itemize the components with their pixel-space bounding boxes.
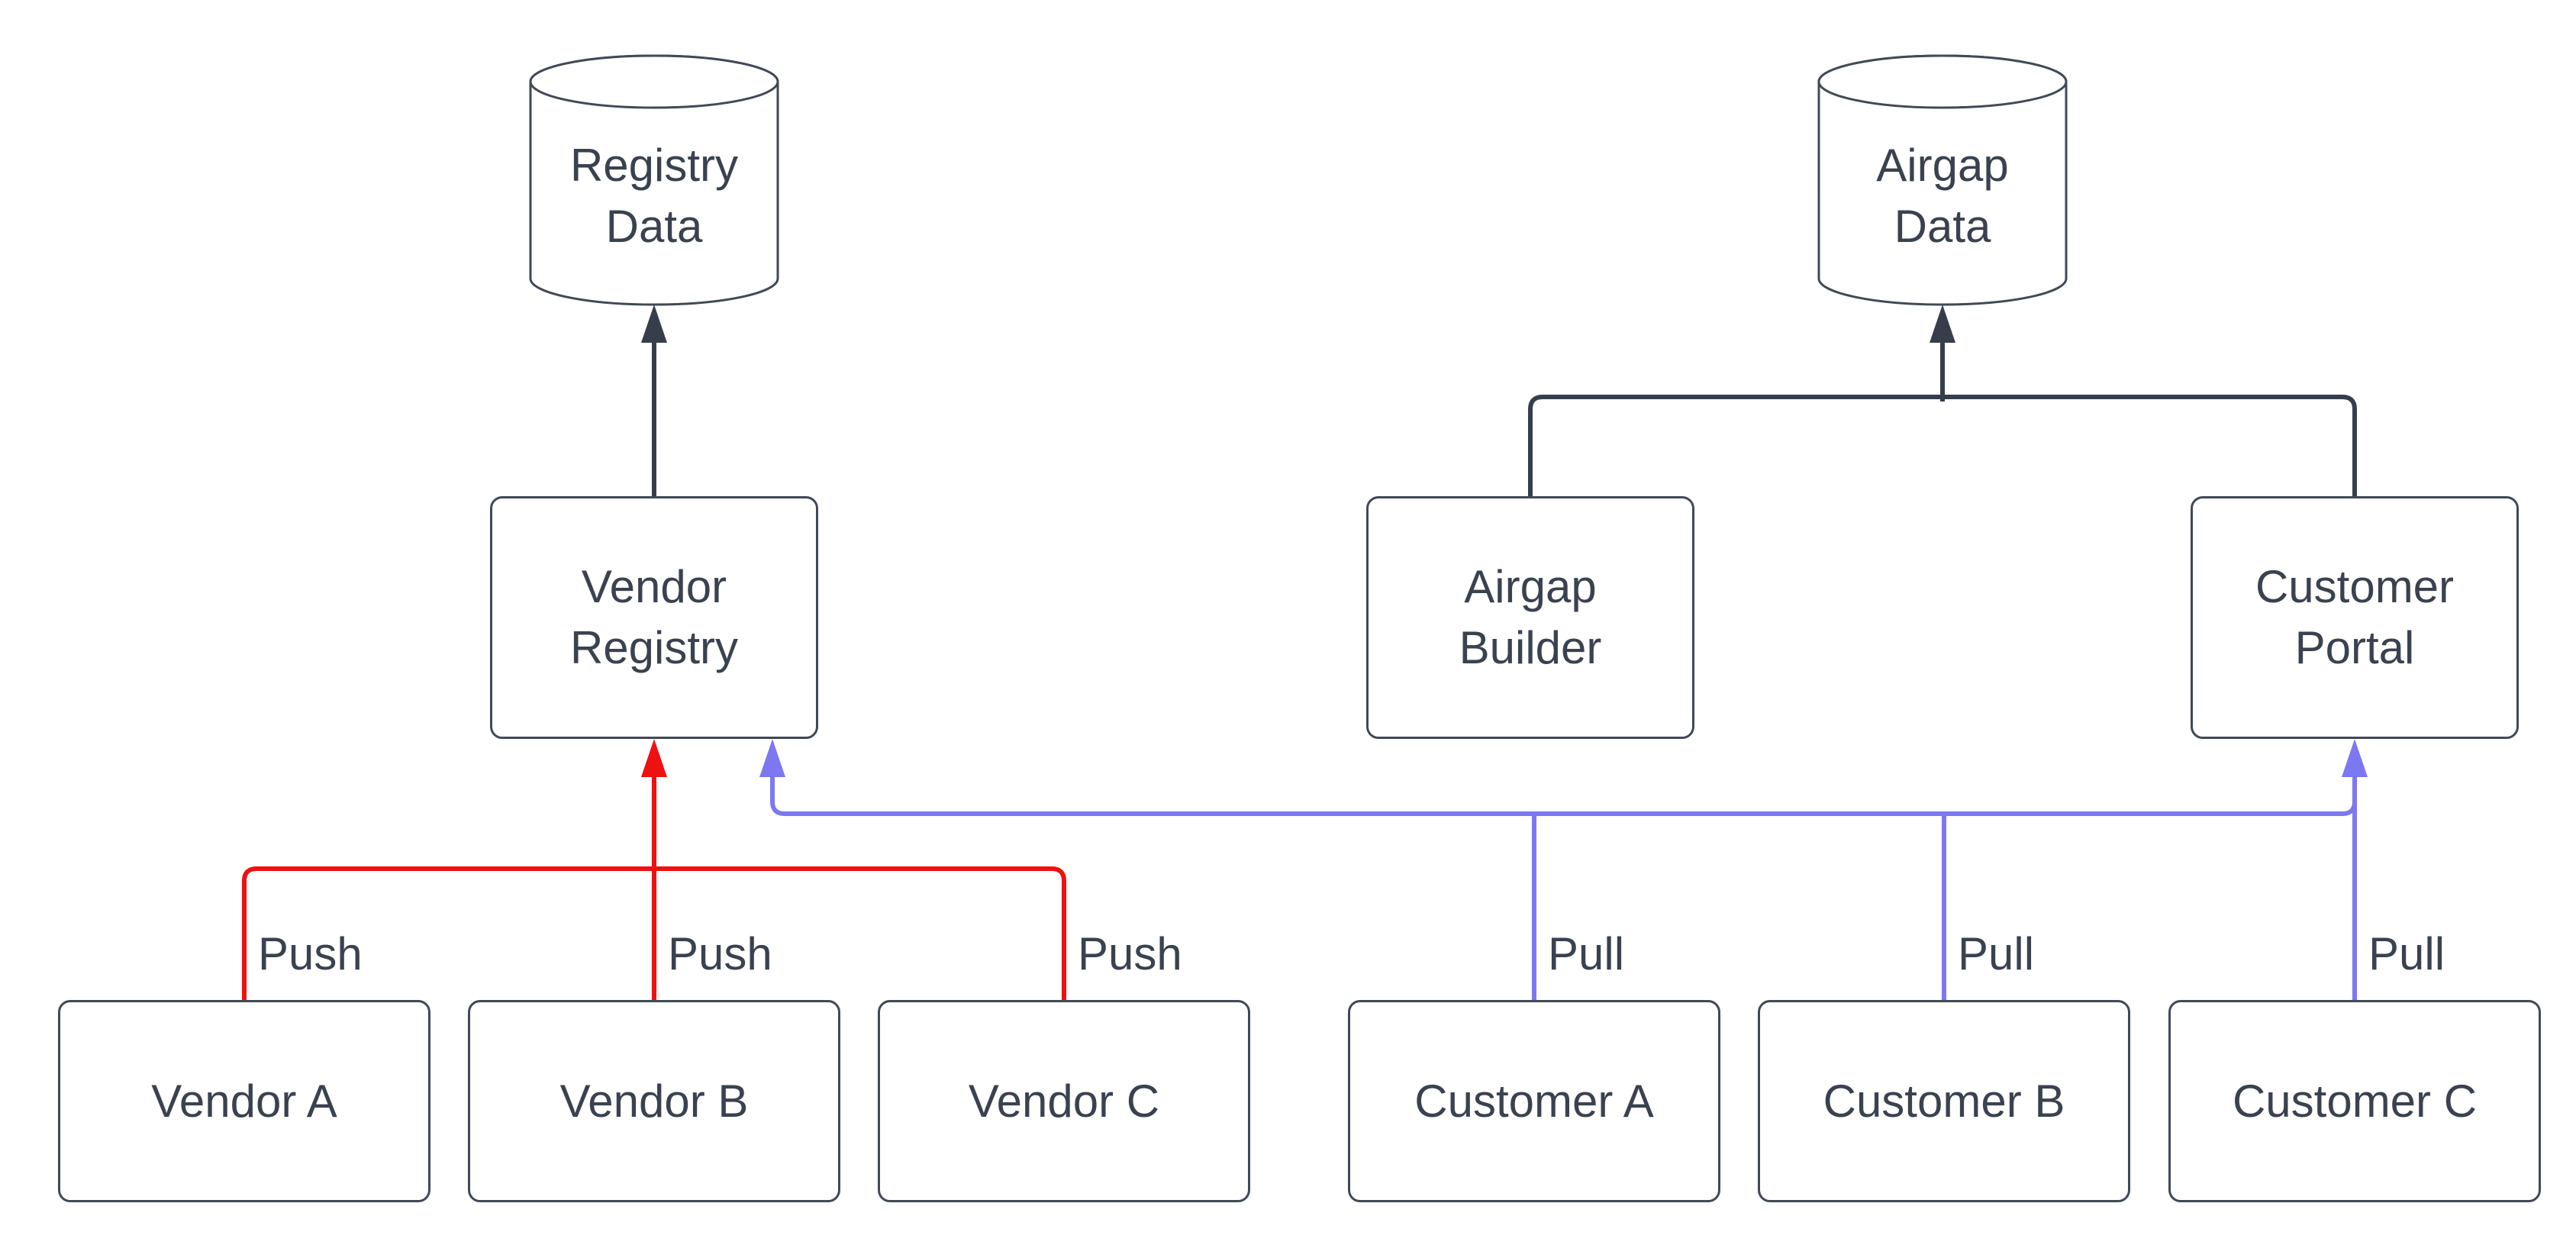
node-label: Customer B xyxy=(1823,1075,2065,1127)
node-airgap-data: Airgap Data xyxy=(1817,53,2068,307)
edge-pull-into-vendor-registry-arrowhead xyxy=(759,739,785,777)
node-label: Airgap Builder xyxy=(1459,561,1602,673)
node-registry-data: Registry Data xyxy=(528,53,780,307)
node-customer-c: Customer C xyxy=(2168,1000,2541,1202)
node-label: Customer A xyxy=(1414,1075,1654,1127)
edge-label-push-vendor-b: Push xyxy=(668,928,772,979)
node-vendor-a: Vendor A xyxy=(58,1000,430,1202)
edge-label-push-vendor-c: Push xyxy=(1078,928,1182,979)
edge-airgap-split-rail xyxy=(1528,395,2357,498)
node-vendor-b: Vendor B xyxy=(468,1000,840,1202)
node-label: Customer Portal xyxy=(2255,561,2455,673)
edge-label-push-vendor-a: Push xyxy=(258,928,363,979)
edge-airgap-split-to-airgap-data-arrowhead xyxy=(1930,305,1955,343)
node-label: Vendor A xyxy=(151,1075,337,1127)
edge-push-into-vendor-registry-arrowhead xyxy=(641,739,667,777)
edge-pull-into-customer-portal-arrowhead xyxy=(2342,739,2368,777)
edge-label-pull-customer-c: Pull xyxy=(2368,928,2445,979)
edge-pull-rail xyxy=(770,774,2357,816)
node-vendor-c: Vendor C xyxy=(878,1000,1250,1202)
node-label: Vendor B xyxy=(559,1075,749,1127)
node-label: Vendor Registry xyxy=(569,561,739,673)
node-customer-portal: Customer Portal xyxy=(2191,496,2519,739)
node-customer-a: Customer A xyxy=(1348,1000,1720,1202)
node-airgap-builder: Airgap Builder xyxy=(1366,496,1694,739)
node-customer-b: Customer B xyxy=(1758,1000,2130,1202)
edge-label-pull-customer-b: Pull xyxy=(1958,928,2035,979)
node-label: Registry Data xyxy=(569,140,739,252)
node-label: Customer C xyxy=(2232,1075,2478,1127)
node-label: Airgap Data xyxy=(1876,140,2009,252)
database-cylinder-icon xyxy=(1817,54,2068,306)
cylinder-top-ellipse xyxy=(529,54,779,109)
edge-label-pull-customer-a: Pull xyxy=(1548,928,1625,979)
database-cylinder-icon xyxy=(529,54,779,306)
edge-vendor-registry-to-registry-data-arrowhead xyxy=(641,305,667,343)
node-label: Vendor C xyxy=(968,1075,1160,1127)
node-vendor-registry: Vendor Registry xyxy=(490,496,818,739)
cylinder-top-ellipse xyxy=(1817,54,2068,109)
